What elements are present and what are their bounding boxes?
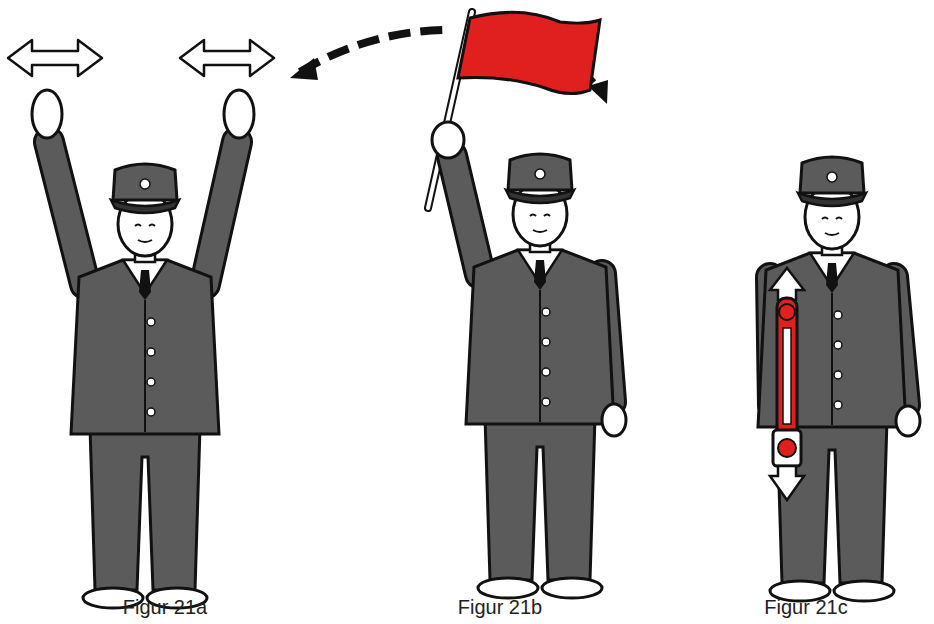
signaller-figure <box>32 90 254 608</box>
figure-label: Figur 21b <box>458 596 543 619</box>
figure-label: Figur 21a <box>123 596 208 619</box>
signaller-figure <box>758 157 920 601</box>
lamp-signal <box>770 268 804 500</box>
arrow-symbols <box>8 40 274 76</box>
signaller-figure <box>432 122 626 598</box>
figure-label: Figur 21c <box>764 596 847 619</box>
